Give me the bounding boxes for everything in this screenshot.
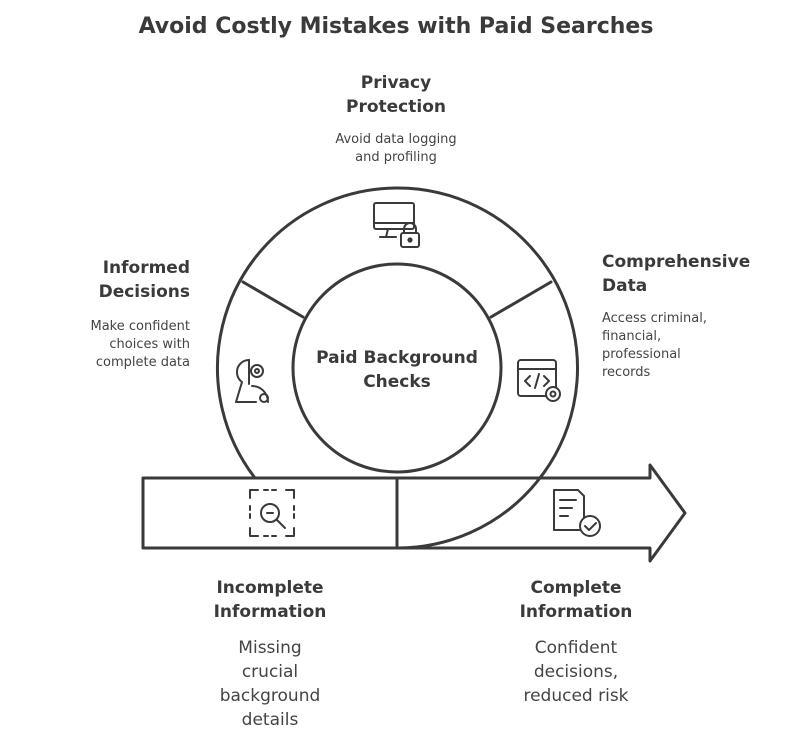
divider-left [241, 280, 305, 319]
head-gear-icon [235, 359, 269, 403]
divider-right [489, 280, 553, 319]
outer-ring [216, 186, 579, 550]
monitor-lock-icon [373, 202, 420, 248]
comprehensive-heading: Comprehensive Data [602, 252, 751, 296]
incomplete-description: Missing crucial background details [219, 638, 321, 730]
arrow-left-block [141, 476, 399, 550]
arrow-right-block [395, 463, 687, 563]
complete-description: Confident decisions, reduced risk [523, 638, 629, 706]
diagram-title: Avoid Costly Mistakes with Paid Searches [138, 14, 654, 39]
comprehensive-description: Access criminal, financial, professional… [602, 311, 707, 380]
informed-heading: Informed Decisions [98, 258, 190, 302]
center-label: Paid Background Checks [316, 348, 478, 392]
document-check-icon [553, 489, 601, 537]
privacy-heading: Privacy Protection [346, 73, 446, 117]
complete-heading: Complete Information [519, 578, 633, 622]
incomplete-heading: Incomplete Information [213, 578, 327, 622]
privacy-description: Avoid data logging and profiling [335, 132, 457, 165]
informed-description: Make confident choices with complete dat… [90, 319, 191, 370]
code-window-gear-icon [517, 359, 561, 402]
center-circle [291, 262, 503, 474]
magnifier-scan-icon [249, 489, 295, 537]
